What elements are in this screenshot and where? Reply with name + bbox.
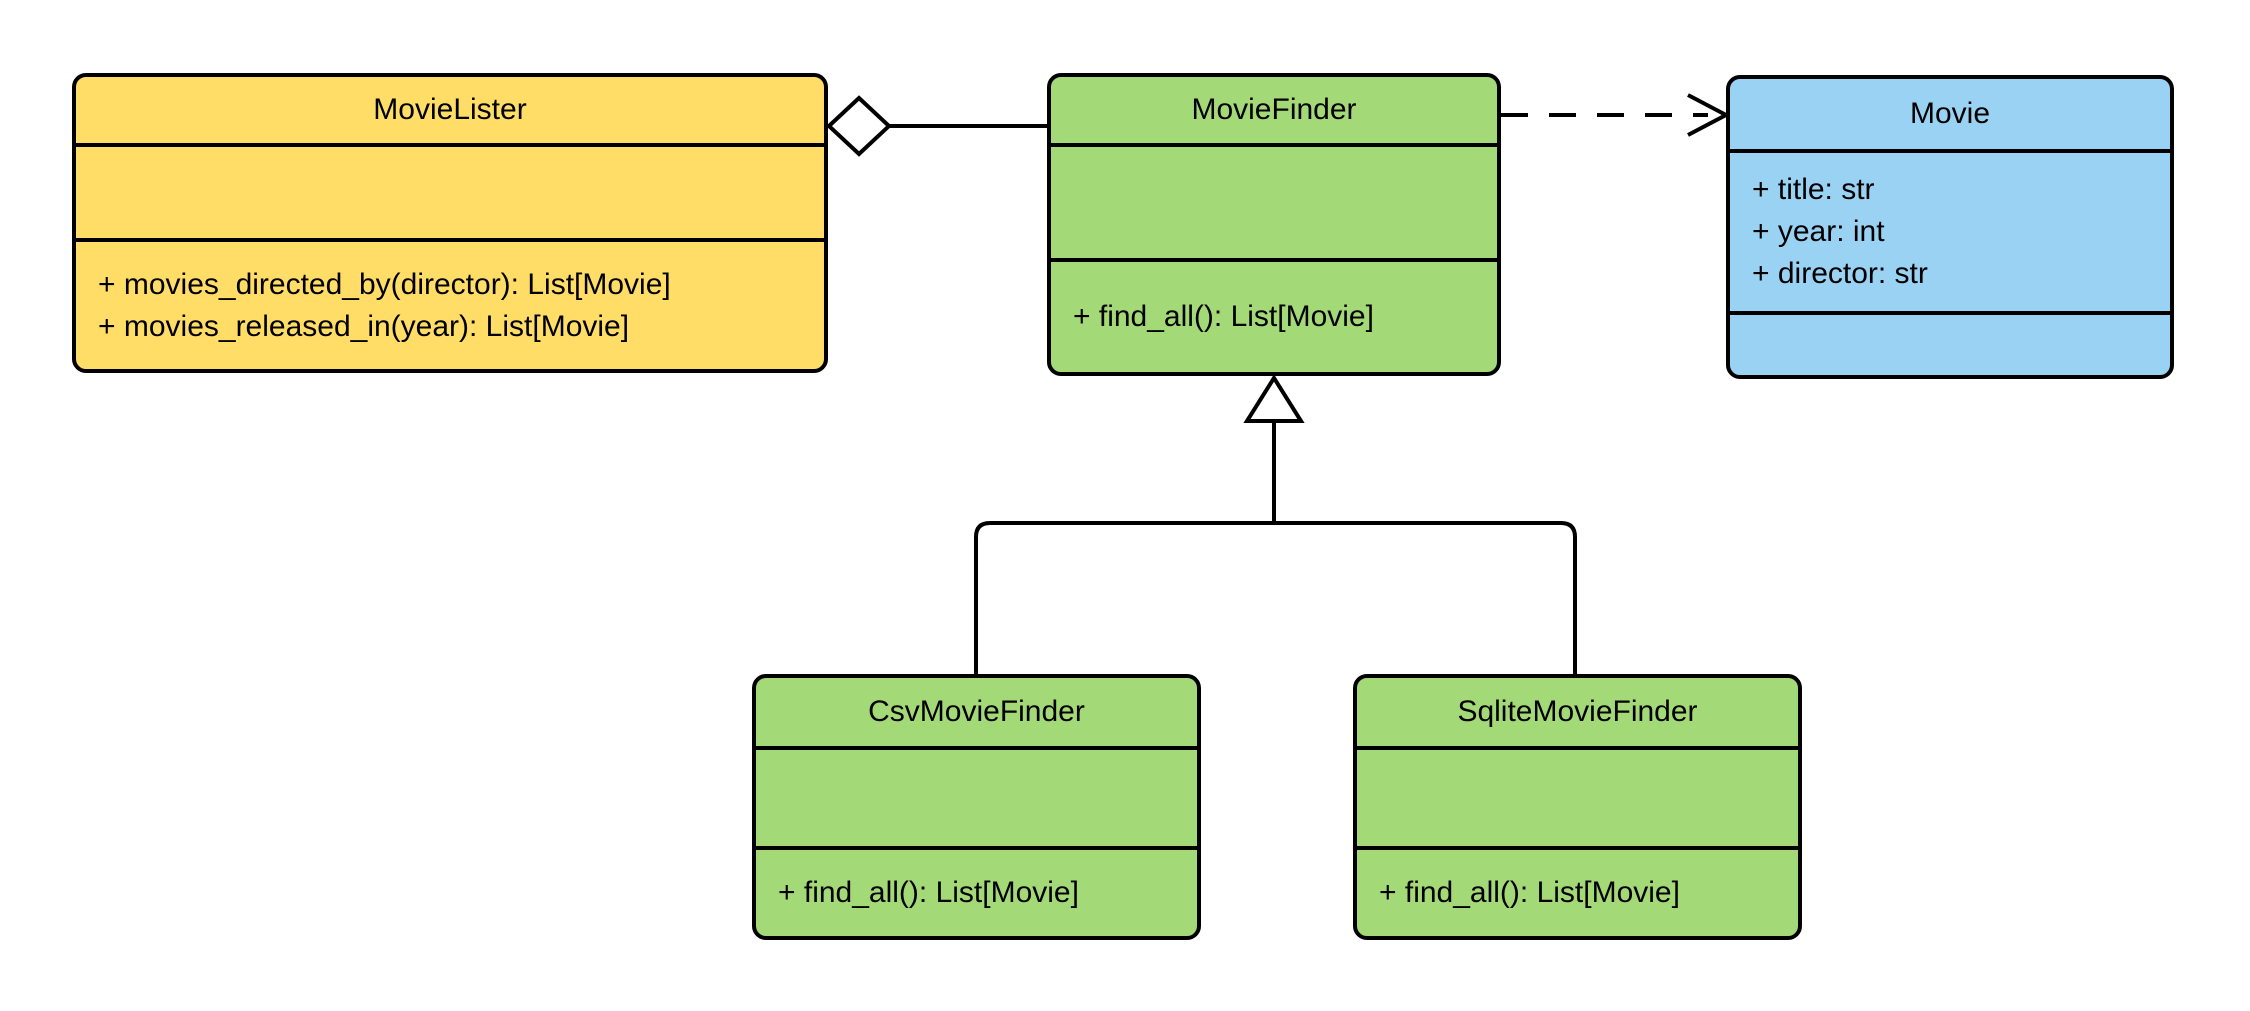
class-box-moviefinder: MovieFinder + find_all(): List[Movie]	[1047, 73, 1501, 376]
class-title: MovieLister	[373, 93, 527, 126]
class-box-sqlitemoviefinder: SqliteMovieFinder + find_all(): List[Mov…	[1353, 674, 1802, 940]
methods-compartment	[1730, 311, 2170, 375]
aggregation-diamond-icon	[826, 95, 892, 157]
method-item: + find_all(): List[Movie]	[778, 876, 1079, 909]
class-box-movielister: MovieLister + movies_directed_by(directo…	[72, 73, 828, 373]
attribute-item: + director: str	[1752, 257, 1928, 290]
attribute-item: + title: str	[1752, 173, 1875, 206]
class-box-csvmoviefinder: CsvMovieFinder + find_all(): List[Movie]	[752, 674, 1201, 940]
attributes-compartment	[1051, 143, 1497, 258]
generalization-connector	[974, 374, 1577, 676]
class-title: MovieFinder	[1191, 93, 1357, 126]
class-title: Movie	[1909, 97, 1991, 130]
attributes-compartment	[76, 143, 824, 238]
class-box-movie: Movie + title: str + year: int + directo…	[1726, 75, 2174, 379]
aggregation-connector	[826, 95, 1047, 157]
class-title: SqliteMovieFinder	[1457, 695, 1698, 728]
method-item: + find_all(): List[Movie]	[1379, 876, 1680, 909]
method-item: + movies_directed_by(director): List[Mov…	[98, 267, 671, 301]
methods-compartment: + find_all(): List[Movie]	[1357, 846, 1798, 936]
method-item: + find_all(): List[Movie]	[1073, 300, 1374, 333]
attributes-compartment: + title: str + year: int + director: str	[1730, 149, 2170, 311]
attribute-item: + year: int	[1752, 215, 1885, 248]
generalization-triangle-icon	[1243, 374, 1305, 423]
methods-compartment: + find_all(): List[Movie]	[1051, 258, 1497, 372]
class-title: CsvMovieFinder	[868, 695, 1085, 728]
attributes-compartment	[756, 746, 1197, 846]
dependency-connector	[1501, 93, 1731, 137]
methods-compartment: + movies_directed_by(director): List[Mov…	[76, 238, 824, 369]
method-item: + movies_released_in(year): List[Movie]	[98, 309, 630, 343]
methods-compartment: + find_all(): List[Movie]	[756, 846, 1197, 936]
attributes-compartment	[1357, 746, 1798, 846]
